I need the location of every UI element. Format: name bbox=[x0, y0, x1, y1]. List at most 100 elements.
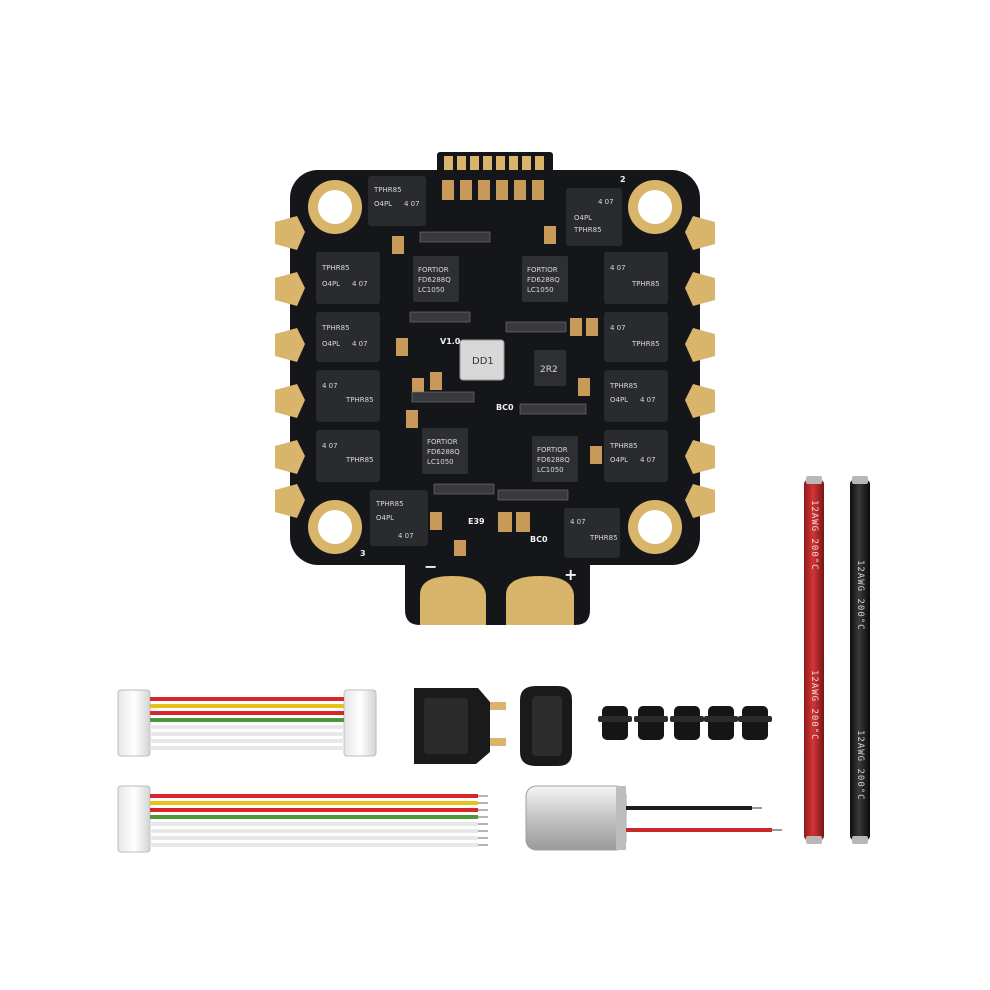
svg-text:TPHR85: TPHR85 bbox=[373, 186, 402, 194]
red-wire-print-2: 12AWG 200°C bbox=[809, 670, 819, 741]
svg-text:TPHR85: TPHR85 bbox=[375, 500, 404, 508]
controller-ics: FORTIOR FD6288Q LC1050 FORTIOR FD6288Q L… bbox=[413, 256, 578, 482]
mounting-holes bbox=[308, 180, 682, 554]
svg-text:FORTIOR: FORTIOR bbox=[537, 446, 568, 454]
svg-text:4 07: 4 07 bbox=[322, 442, 338, 450]
battery-pads: − + bbox=[420, 557, 577, 625]
center-inductor: DD1 bbox=[459, 339, 505, 381]
svg-text:FORTIOR: FORTIOR bbox=[418, 266, 449, 274]
svg-text:FD6288Q: FD6288Q bbox=[537, 456, 570, 464]
svg-text:4 07: 4 07 bbox=[352, 280, 368, 288]
mosfet-chip: TPHR85 O4PL 4 07 bbox=[368, 176, 426, 226]
mosfet-chip: 4 07 TPHR85 bbox=[316, 430, 380, 482]
grommet bbox=[634, 706, 668, 740]
controller-ic: FORTIOR FD6288Q LC1050 bbox=[422, 428, 468, 474]
capacitor bbox=[525, 785, 782, 851]
corner-number-3: 3 bbox=[360, 549, 366, 558]
svg-text:FORTIOR: FORTIOR bbox=[527, 266, 558, 274]
svg-text:LC1050: LC1050 bbox=[418, 286, 445, 294]
grommet bbox=[670, 706, 704, 740]
svg-text:2R2: 2R2 bbox=[540, 365, 558, 375]
mosfet-chip: TPHR85 O4PL 4 07 bbox=[566, 188, 622, 246]
right-motor-pads bbox=[685, 216, 715, 518]
left-motor-pads bbox=[275, 216, 305, 518]
negative-pad bbox=[420, 576, 486, 625]
mosfet-chip: TPHR85 O4PL 4 07 bbox=[316, 312, 380, 362]
secondary-inductor: 2R2 bbox=[534, 350, 566, 386]
mosfet-chips: TPHR85 O4PL 4 07 TPHR85 O4PL 4 07 TPHR85… bbox=[316, 176, 668, 558]
black-wire-print-2: 12AWG 200°C bbox=[855, 730, 865, 801]
svg-text:O4PL: O4PL bbox=[610, 396, 628, 404]
svg-text:DD1: DD1 bbox=[472, 356, 494, 367]
corner-number-2: 2 bbox=[620, 175, 626, 184]
svg-text:4 07: 4 07 bbox=[352, 340, 368, 348]
svg-text:4 07: 4 07 bbox=[404, 200, 420, 208]
svg-text:O4PL: O4PL bbox=[322, 280, 340, 288]
svg-text:TPHR85: TPHR85 bbox=[321, 324, 350, 332]
positive-pad bbox=[506, 576, 574, 625]
version-label: V1.0 bbox=[440, 337, 461, 346]
mosfet-chip: 4 07 TPHR85 bbox=[604, 312, 668, 362]
svg-text:O4PL: O4PL bbox=[610, 456, 628, 464]
svg-text:TPHR85: TPHR85 bbox=[345, 456, 374, 464]
svg-text:4 07: 4 07 bbox=[610, 264, 626, 272]
svg-text:O4PL: O4PL bbox=[376, 514, 394, 522]
svg-text:LC1050: LC1050 bbox=[537, 466, 564, 474]
controller-ic: FORTIOR FD6288Q LC1050 bbox=[532, 436, 578, 482]
ribbon-cable-double bbox=[117, 689, 377, 757]
svg-text:FD6288Q: FD6288Q bbox=[418, 276, 451, 284]
mosfet-chip: TPHR85 O4PL 4 07 bbox=[370, 490, 428, 546]
esc-board: TPHR85 O4PL 4 07 TPHR85 O4PL 4 07 TPHR85… bbox=[275, 152, 715, 625]
svg-text:4 07: 4 07 bbox=[570, 518, 586, 526]
controller-ic: FORTIOR FD6288Q LC1050 bbox=[522, 256, 568, 302]
controller-ic: FORTIOR FD6288Q LC1050 bbox=[413, 256, 459, 302]
xt60-connector bbox=[414, 688, 506, 764]
svg-text:O4PL: O4PL bbox=[374, 200, 392, 208]
mosfet-chip: 4 07 TPHR85 bbox=[316, 370, 380, 422]
svg-text:TPHR85: TPHR85 bbox=[609, 382, 638, 390]
svg-text:O4PL: O4PL bbox=[574, 214, 592, 222]
svg-text:4 07: 4 07 bbox=[640, 396, 656, 404]
svg-text:4 07: 4 07 bbox=[598, 198, 614, 206]
ribbon-cable-single bbox=[117, 785, 488, 853]
mosfet-chip: 4 07 TPHR85 bbox=[604, 252, 668, 304]
svg-text:4 07: 4 07 bbox=[398, 532, 414, 540]
passive-components bbox=[392, 180, 602, 556]
svg-text:FD6288Q: FD6288Q bbox=[527, 276, 560, 284]
black-wire-print: 12AWG 200°C bbox=[855, 560, 865, 631]
resistor-arrays bbox=[409, 231, 587, 501]
mosfet-chip: TPHR85 O4PL 4 07 bbox=[604, 430, 668, 482]
rubber-grommets bbox=[598, 706, 772, 740]
mosfet-chip: TPHR85 O4PL 4 07 bbox=[316, 252, 380, 304]
mosfet-chip: TPHR85 O4PL 4 07 bbox=[604, 370, 668, 422]
svg-text:4 07: 4 07 bbox=[610, 324, 626, 332]
svg-text:TPHR85: TPHR85 bbox=[345, 396, 374, 404]
red-power-wire: 12AWG 200°C 12AWG 200°C bbox=[804, 476, 824, 844]
mosfet-chip: 4 07 TPHR85 bbox=[564, 508, 620, 558]
minus-sign: − bbox=[424, 557, 437, 576]
svg-text:TPHR85: TPHR85 bbox=[321, 264, 350, 272]
svg-text:O4PL: O4PL bbox=[322, 340, 340, 348]
svg-text:4 07: 4 07 bbox=[322, 382, 338, 390]
grommet bbox=[598, 706, 632, 740]
xt60-cap bbox=[520, 686, 572, 766]
svg-text:TPHR85: TPHR85 bbox=[589, 534, 618, 542]
top-connector-pins bbox=[444, 156, 544, 174]
grommet bbox=[704, 706, 738, 740]
svg-text:4 07: 4 07 bbox=[640, 456, 656, 464]
component-code-bc0-2: BC0 bbox=[530, 535, 548, 544]
component-code-bc0: BC0 bbox=[496, 403, 514, 412]
component-code-e39: E39 bbox=[468, 517, 485, 526]
svg-text:TPHR85: TPHR85 bbox=[631, 340, 660, 348]
plus-sign: + bbox=[564, 565, 577, 584]
black-power-wire: 12AWG 200°C 12AWG 200°C bbox=[850, 476, 870, 844]
svg-text:LC1050: LC1050 bbox=[527, 286, 554, 294]
svg-text:FORTIOR: FORTIOR bbox=[427, 438, 458, 446]
svg-text:LC1050: LC1050 bbox=[427, 458, 454, 466]
svg-text:TPHR85: TPHR85 bbox=[573, 226, 602, 234]
svg-text:TPHR85: TPHR85 bbox=[609, 442, 638, 450]
grommet bbox=[738, 706, 772, 740]
svg-text:FD6288Q: FD6288Q bbox=[427, 448, 460, 456]
red-wire-print: 12AWG 200°C bbox=[809, 500, 819, 571]
